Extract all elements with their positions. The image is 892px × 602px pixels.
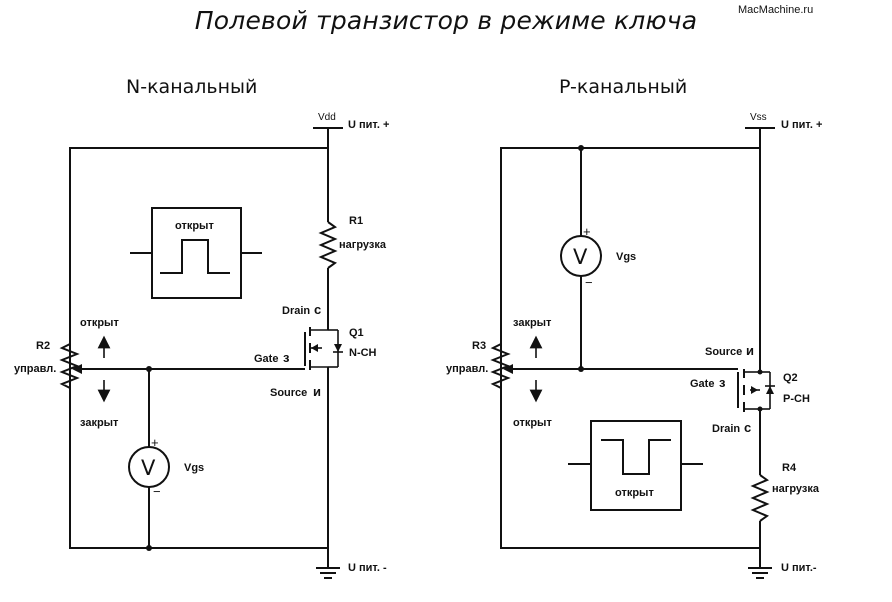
- n-supply-minus-label: U пит. -: [348, 562, 387, 574]
- p-drain-label: Drain: [712, 423, 740, 435]
- p-source-label: Source: [705, 346, 742, 358]
- p-wire: [500, 147, 760, 549]
- watermark: MacMachine.ru: [738, 4, 814, 16]
- p-load-resistor: [750, 474, 770, 522]
- n-up-label: открыт: [80, 317, 119, 329]
- p-gate-ru: з: [719, 375, 726, 390]
- p-meter-label: Vgs: [616, 251, 636, 263]
- n-drain-ru: с: [314, 302, 321, 317]
- p-transistor-type: P-CH: [783, 393, 810, 405]
- n-wire: [69, 147, 328, 549]
- p-pot-name: R3: [472, 340, 486, 352]
- n-mosfet-q1: [304, 327, 343, 370]
- n-ground-icon: [316, 567, 340, 579]
- n-supply-plus-label: U пит. +: [348, 119, 389, 131]
- n-drain-label: Drain: [282, 305, 310, 317]
- p-pot-desc: управл.: [446, 363, 488, 375]
- n-meter-plus: +: [151, 435, 159, 450]
- p-supply-minus-label: U пит.-: [781, 562, 817, 574]
- p-ground-icon: [748, 567, 772, 579]
- p-channel-circuit: Vss U пит. + V + − Vgs R3 управл. закрыт…: [446, 112, 822, 579]
- n-down-label: закрыт: [80, 417, 119, 429]
- n-junction-dot: [146, 545, 152, 551]
- p-vss-label: Vss: [750, 112, 767, 123]
- p-pot-wiper-arrow: [503, 364, 513, 374]
- p-meter-plus: +: [583, 224, 591, 239]
- n-source-label: Source: [270, 387, 307, 399]
- p-load-name: R4: [782, 462, 797, 474]
- p-potentiometer: [490, 343, 511, 389]
- n-load-desc: нагрузка: [339, 239, 387, 251]
- n-meter-minus: −: [153, 484, 161, 499]
- n-load-name: R1: [349, 215, 363, 227]
- p-pulse-waveform: [601, 439, 671, 475]
- p-channel-heading: P-канальный: [559, 76, 688, 98]
- n-gate-ru: з: [283, 350, 290, 365]
- p-pulse-label: открыт: [615, 487, 654, 499]
- p-down-label: открыт: [513, 417, 552, 429]
- n-transistor-name: Q1: [349, 327, 364, 339]
- n-pot-desc: управл.: [14, 363, 56, 375]
- page-title: Полевой транзистор в режиме ключа: [194, 6, 698, 35]
- n-potentiometer: [59, 343, 80, 389]
- p-junction-dot: [757, 369, 763, 375]
- n-vdd-label: Vdd: [318, 112, 336, 123]
- n-channel-circuit: Vdd U пит. + R1 нагрузка Drain с: [14, 112, 389, 579]
- p-up-label: закрыт: [513, 317, 552, 329]
- n-meter-label: Vgs: [184, 462, 204, 474]
- p-load-desc: нагрузка: [772, 483, 820, 495]
- p-source-ru: и: [746, 343, 754, 358]
- n-pot-wiper-arrow: [72, 364, 82, 374]
- p-gate-label: Gate: [690, 378, 714, 390]
- n-transistor-type: N-CH: [349, 347, 377, 359]
- n-gate-label: Gate: [254, 353, 278, 365]
- n-source-ru: и: [313, 384, 321, 399]
- n-pot-name: R2: [36, 340, 50, 352]
- n-meter-symbol: V: [141, 456, 156, 480]
- n-pulse-label: открыт: [175, 220, 214, 232]
- p-pulse-box: [590, 420, 682, 511]
- p-supply-plus-label: U пит. +: [781, 119, 822, 131]
- p-drain-ru: с: [744, 420, 751, 435]
- n-channel-heading: N-канальный: [126, 76, 258, 98]
- p-mosfet-q2: [737, 369, 775, 412]
- p-meter-minus: −: [585, 275, 593, 290]
- p-transistor-name: Q2: [783, 372, 798, 384]
- n-pulse-waveform: [160, 239, 230, 274]
- p-meter-symbol: V: [573, 245, 588, 269]
- n-load-resistor: [318, 221, 338, 269]
